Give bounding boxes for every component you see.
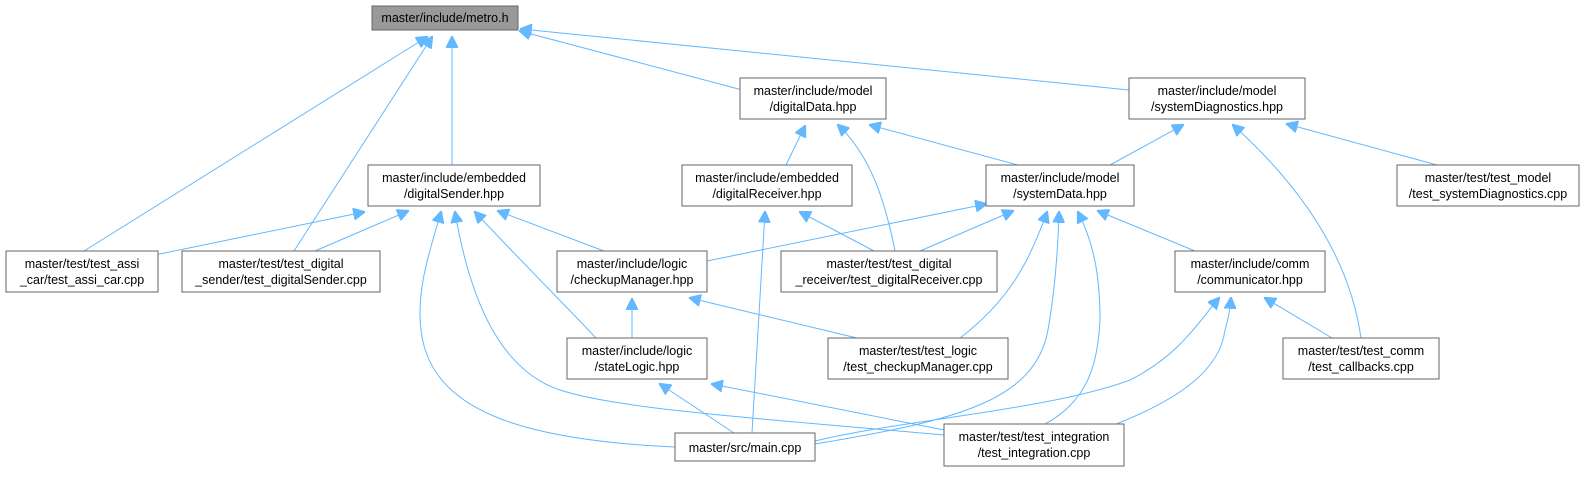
- node-label-line: master/include/metro.h: [381, 11, 508, 25]
- node-box: [566, 337, 708, 380]
- edge-systemData-to-systemDiagnostics: [1109, 125, 1183, 166]
- edge-testAssiCar-to-metro: [83, 37, 427, 252]
- node-digitalData[interactable]: master/include/model/digitalData.hpp: [739, 77, 887, 120]
- edge-testCallbacks-to-communicator: [1265, 298, 1333, 339]
- edge-checkupManager-to-digitalSender: [498, 211, 605, 252]
- file-nodes: master/include/metro.h master/include/mod…: [5, 5, 1580, 467]
- node-box: [181, 250, 381, 293]
- node-label-line: master/include/comm: [1191, 257, 1310, 271]
- edge-checkupManager-to-systemData: [706, 204, 986, 262]
- node-label-line: _sender/test_digitalSender.cpp: [194, 273, 367, 287]
- node-label-line: master/test/test_digital: [826, 257, 951, 271]
- edge-testIntegration-to-systemData: [1044, 212, 1101, 425]
- edge-testIntegration-to-stateLogic: [712, 384, 945, 431]
- node-label-line: /digitalReceiver.hpp: [712, 187, 821, 201]
- node-label-line: /systemDiagnostics.hpp: [1151, 100, 1283, 114]
- node-label-line: master/test/test_integration: [959, 430, 1110, 444]
- node-label-line: /test_systemDiagnostics.cpp: [1409, 187, 1567, 201]
- node-box: [674, 432, 816, 462]
- node-communicator[interactable]: master/include/comm/communicator.hpp: [1174, 250, 1326, 293]
- node-label-line: master/test/test_digital: [218, 257, 343, 271]
- edge-main-to-communicator: [814, 298, 1219, 442]
- node-box: [371, 5, 519, 31]
- edge-testIntegration-to-communicator: [1105, 298, 1231, 429]
- node-systemDiagnostics[interactable]: master/include/model/systemDiagnostics.h…: [1128, 77, 1306, 120]
- node-label-line: /digitalData.hpp: [770, 100, 857, 114]
- node-box: [1174, 250, 1326, 293]
- node-testDigitalReceiver[interactable]: master/test/test_digital _receiver/test_d…: [780, 250, 998, 293]
- node-digitalReceiver[interactable]: master/include/embedded/digitalReceiver.…: [681, 164, 853, 207]
- edge-testCallbacks-to-systemDiagnostics: [1233, 125, 1362, 339]
- node-label-line: /communicator.hpp: [1197, 273, 1303, 287]
- edge-testDigitalSender-to-digitalSender: [314, 211, 408, 252]
- node-box: [985, 164, 1135, 207]
- node-stateLogic[interactable]: master/include/logic/stateLogic.hpp: [566, 337, 708, 380]
- node-box: [1128, 77, 1306, 120]
- node-label-line: /stateLogic.hpp: [595, 360, 680, 374]
- node-main[interactable]: master/src/main.cpp: [674, 432, 816, 462]
- edge-testCheckup-to-checkupManager: [690, 298, 858, 339]
- edge-testModelDiag-to-systemDiagnostics: [1287, 124, 1438, 166]
- node-box: [5, 250, 159, 293]
- node-label-line: _car/test_assi_car.cpp: [19, 273, 144, 287]
- node-testIntegration[interactable]: master/test/test_integration/test_integr…: [943, 423, 1125, 467]
- edge-testIntegration-to-digitalSender: [455, 212, 945, 436]
- node-label-line: /test_checkupManager.cpp: [843, 360, 992, 374]
- edge-stateLogic-to-digitalSender: [475, 212, 597, 339]
- edge-main-to-stateLogic: [660, 384, 735, 434]
- node-checkupManager[interactable]: master/include/logic/checkupManager.hpp: [556, 250, 708, 293]
- edge-testDigitalSender-to-metro: [293, 37, 432, 252]
- edge-testAssiCar-to-digitalSender: [149, 212, 364, 257]
- node-box: [1282, 337, 1440, 380]
- node-box: [556, 250, 708, 293]
- node-label-line: master/src/main.cpp: [689, 441, 802, 455]
- edge-systemDiagnostics-to-metro: [521, 29, 1130, 91]
- edge-main-to-digitalSender: [419, 212, 676, 448]
- node-label-line: master/test/test_comm: [1298, 344, 1424, 358]
- node-testCheckup[interactable]: master/test/test_logic/test_checkupManag…: [827, 337, 1009, 380]
- node-label-line: _receiver/test_digitalReceiver.cpp: [795, 273, 983, 287]
- node-box: [739, 77, 887, 120]
- node-box: [827, 337, 1009, 380]
- node-label-line: master/test/test_assi: [25, 257, 140, 271]
- node-label-line: master/include/model: [1158, 84, 1277, 98]
- node-metro[interactable]: master/include/metro.h: [371, 5, 519, 31]
- node-label-line: master/include/embedded: [382, 171, 526, 185]
- node-testCallbacks[interactable]: master/test/test_comm/test_callbacks.cpp: [1282, 337, 1440, 380]
- edge-testDigitalReceiver-to-digitalData: [838, 125, 896, 252]
- edge-testDigitalReceiver-to-digitalReceiver: [800, 212, 875, 252]
- node-digitalSender[interactable]: master/include/embedded/digitalSender.hp…: [367, 164, 541, 207]
- node-box: [1396, 164, 1580, 207]
- edge-testDigitalReceiver-to-systemData: [919, 211, 1013, 252]
- edge-main-to-systemData: [814, 212, 1059, 445]
- node-label-line: master/include/embedded: [695, 171, 839, 185]
- edge-testCheckup-to-systemData: [959, 212, 1047, 339]
- node-label-line: /systemData.hpp: [1013, 187, 1107, 201]
- node-box: [943, 423, 1125, 467]
- node-box: [780, 250, 998, 293]
- node-systemData[interactable]: master/include/model/systemData.hpp: [985, 164, 1135, 207]
- node-label-line: master/include/model: [754, 84, 873, 98]
- node-label-line: /checkupManager.hpp: [570, 273, 693, 287]
- dependency-edges: [83, 29, 1438, 448]
- node-label-line: master/test/test_logic: [859, 344, 977, 358]
- node-label-line: master/include/logic: [577, 257, 687, 271]
- edge-digitalData-to-metro: [520, 31, 747, 92]
- edge-digitalReceiver-to-digitalData: [785, 126, 805, 166]
- edge-systemData-to-digitalData: [870, 125, 1019, 166]
- node-box: [681, 164, 853, 207]
- node-testModelDiag[interactable]: master/test/test_model/test_systemDiagno…: [1396, 164, 1580, 207]
- node-testAssiCar[interactable]: master/test/test_assi _car/test_assi_car.…: [5, 250, 159, 293]
- node-testDigitalSender[interactable]: master/test/test_digital _sender/test_dig…: [181, 250, 381, 293]
- node-box: [367, 164, 541, 207]
- edge-main-to-digitalReceiver: [751, 212, 765, 434]
- node-label-line: /test_callbacks.cpp: [1308, 360, 1414, 374]
- node-label-line: master/test/test_model: [1425, 171, 1551, 185]
- node-label-line: master/include/logic: [582, 344, 692, 358]
- edge-communicator-to-systemData: [1098, 211, 1196, 252]
- node-label-line: master/include/model: [1001, 171, 1120, 185]
- node-label-line: /digitalSender.hpp: [404, 187, 504, 201]
- node-label-line: /test_integration.cpp: [978, 446, 1091, 460]
